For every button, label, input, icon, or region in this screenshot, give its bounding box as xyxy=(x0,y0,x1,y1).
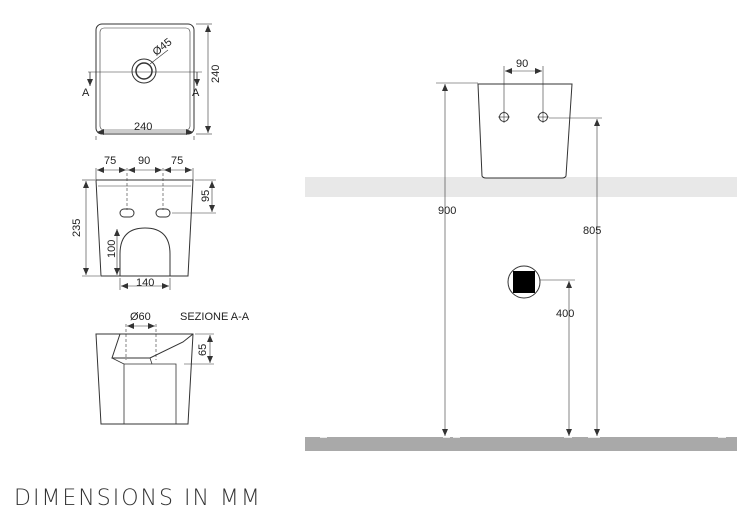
section-outline xyxy=(95,333,194,425)
bowl-depth-label: 65 xyxy=(197,344,209,356)
dim-right-label: 75 xyxy=(171,155,183,167)
outlet-diameter-label: Ø60 xyxy=(130,311,151,323)
width-label: 240 xyxy=(134,121,152,133)
basin-front-install xyxy=(477,83,573,179)
hole-spacing-label: 90 xyxy=(516,58,528,70)
drain-outer-circle xyxy=(131,58,157,84)
wall-drain-square xyxy=(513,271,535,293)
section-label: SEZIONE A-A xyxy=(180,311,250,323)
section-marker-right: A xyxy=(192,87,200,99)
drain-diameter-label: Ø45 xyxy=(151,36,175,58)
fixing-hole-left xyxy=(119,208,135,218)
dimensions-title: DIMENSIONS IN MM xyxy=(14,486,262,511)
dim-left-label: 75 xyxy=(104,155,116,167)
wall-band xyxy=(305,177,737,197)
top-view xyxy=(87,23,212,140)
hole-height-label: 95 xyxy=(200,190,212,202)
section-view xyxy=(95,323,214,425)
install-view xyxy=(436,66,602,436)
floor xyxy=(305,437,737,451)
overall-height-label: 235 xyxy=(71,219,83,237)
depth-label: 240 xyxy=(210,65,222,83)
cutout-width-label: 140 xyxy=(136,277,154,289)
drain-inner-circle xyxy=(135,62,153,80)
cutout-height-label: 100 xyxy=(106,240,118,258)
drain-leader xyxy=(149,49,169,65)
height-drain-label: 400 xyxy=(556,308,574,320)
front-view xyxy=(82,167,216,290)
basin-outline-front xyxy=(95,179,194,277)
dim-center-label: 90 xyxy=(138,155,150,167)
section-marker-left: A xyxy=(82,87,90,99)
height-holes-label: 805 xyxy=(583,225,601,237)
height-top-label: 900 xyxy=(438,205,456,217)
fixing-hole-right xyxy=(155,208,171,218)
rear-cutout xyxy=(119,227,171,276)
